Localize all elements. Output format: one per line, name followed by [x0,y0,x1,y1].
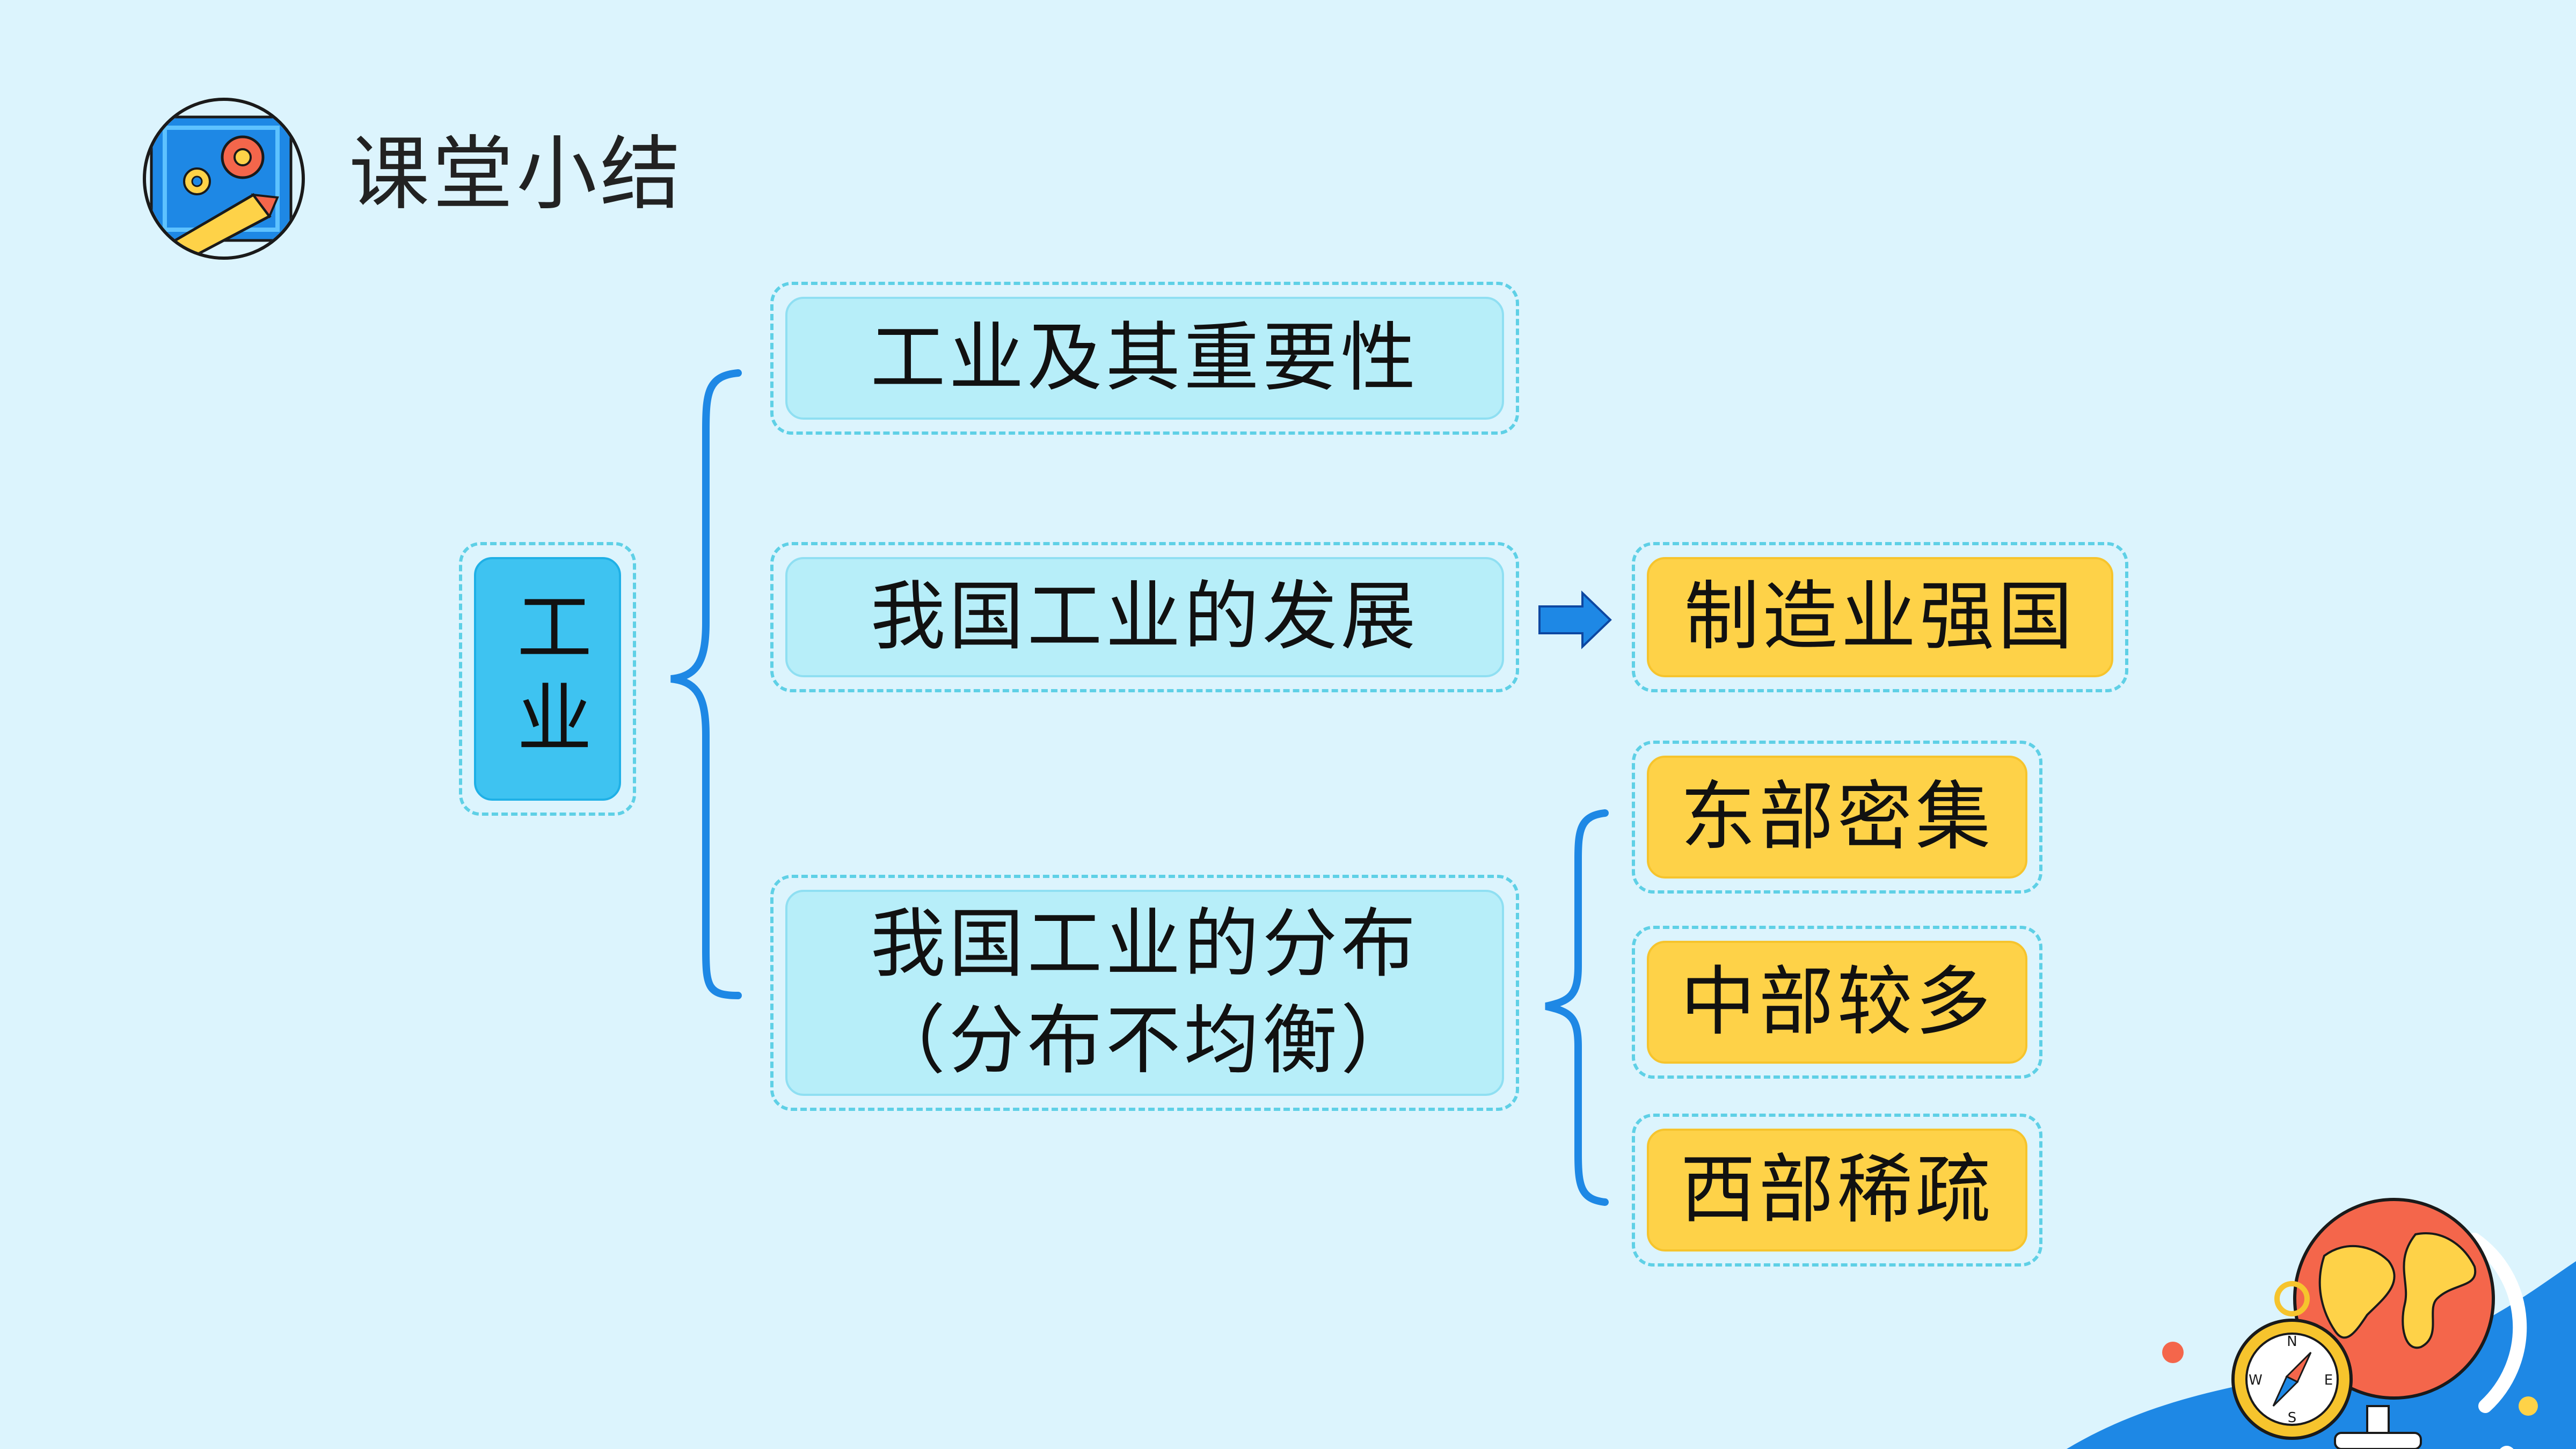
branch-importance: 工业及其重要性 [770,282,1519,435]
child-west-label: 西部稀疏 [1680,1146,1994,1234]
decor-corner: N E S W [2067,1198,2576,1449]
branch-distribution-line2: （分布不均衡） [870,997,1419,1085]
branch-development-label: 我国工业的发展 [870,573,1419,661]
child-central: 中部较多 [1632,926,2042,1079]
result-manufacturing-power: 制造业强国 [1632,542,2128,692]
branch-importance-label: 工业及其重要性 [870,314,1419,402]
child-east-label: 东部密集 [1680,773,1994,861]
compass-w: W [2249,1372,2263,1388]
branch-development: 我国工业的发展 [770,542,1519,692]
page-title: 课堂小结 [349,128,684,221]
compass-n: N [2287,1334,2297,1350]
globe-icon [2293,1198,2527,1449]
gear-pencil-blueprint-icon [143,98,305,260]
right-arrow-icon [1538,590,1612,649]
branch-distribution: 我国工业的分布 （分布不均衡） [770,875,1519,1111]
root-label: 工业 [504,588,592,770]
main-bracket [670,369,742,999]
compass-s: S [2288,1410,2297,1426]
compass-e: E [2324,1372,2333,1388]
child-west: 西部稀疏 [1632,1114,2042,1267]
root-node: 工业 [459,542,636,816]
child-central-label: 中部较多 [1680,958,1994,1046]
branch-distribution-line1: 我国工业的分布 [870,901,1419,988]
compass-icon: N E S W [2231,1281,2353,1440]
child-east: 东部密集 [1632,741,2042,894]
distribution-bracket [1545,809,1609,1206]
result-label: 制造业强国 [1684,573,2076,661]
